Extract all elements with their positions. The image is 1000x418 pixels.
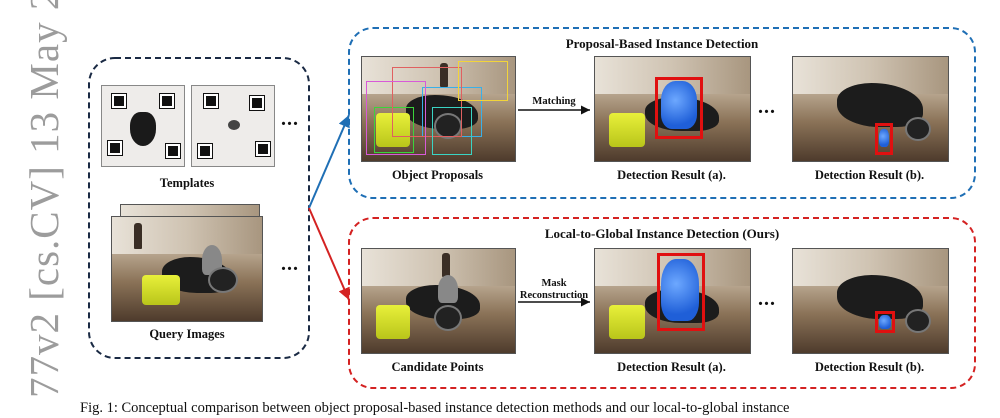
candidate-points-label: Candidate Points xyxy=(391,360,484,374)
mask-label-line1: Mask xyxy=(541,278,567,289)
bottom-panel-title: Local-to-Global Instance Detection (Ours… xyxy=(544,226,780,241)
blue-connector xyxy=(308,114,350,209)
bottom-detection-a-image xyxy=(594,248,751,354)
query-images-label: Query Images xyxy=(149,327,225,341)
object-proposals-image xyxy=(361,56,516,162)
query-ellipsis: ... xyxy=(281,253,299,275)
query-image-front xyxy=(111,216,263,322)
bottom-result-a-label: Detection Result (a). xyxy=(617,360,726,374)
top-ellipsis: ... xyxy=(758,96,776,118)
mask-label-line2: Reconstruction xyxy=(519,290,589,301)
template-image-2 xyxy=(191,85,275,167)
top-panel-title: Proposal-Based Instance Detection xyxy=(565,36,759,51)
top-result-b-label: Detection Result (b). xyxy=(814,168,925,182)
template-image-1 xyxy=(101,85,185,167)
mask-reconstruction-label: Mask Reconstruction xyxy=(514,278,594,302)
bottom-detection-b-image xyxy=(792,248,949,354)
bottom-ellipsis: ... xyxy=(758,288,776,310)
bottom-panel-border xyxy=(348,217,976,389)
top-result-a-label: Detection Result (a). xyxy=(617,168,726,182)
top-detection-a-image xyxy=(594,56,751,162)
figure-caption: Fig. 1: Conceptual comparison between ob… xyxy=(80,400,790,416)
top-detection-b-image xyxy=(792,56,949,162)
red-connector xyxy=(308,207,350,301)
templates-ellipsis: ... xyxy=(281,108,299,130)
templates-label: Templates xyxy=(159,176,215,190)
bottom-result-b-label: Detection Result (b). xyxy=(814,360,925,374)
object-proposals-label: Object Proposals xyxy=(391,168,484,182)
top-panel-border xyxy=(348,27,976,199)
candidate-points-image xyxy=(361,248,516,354)
matching-label: Matching xyxy=(532,96,576,107)
